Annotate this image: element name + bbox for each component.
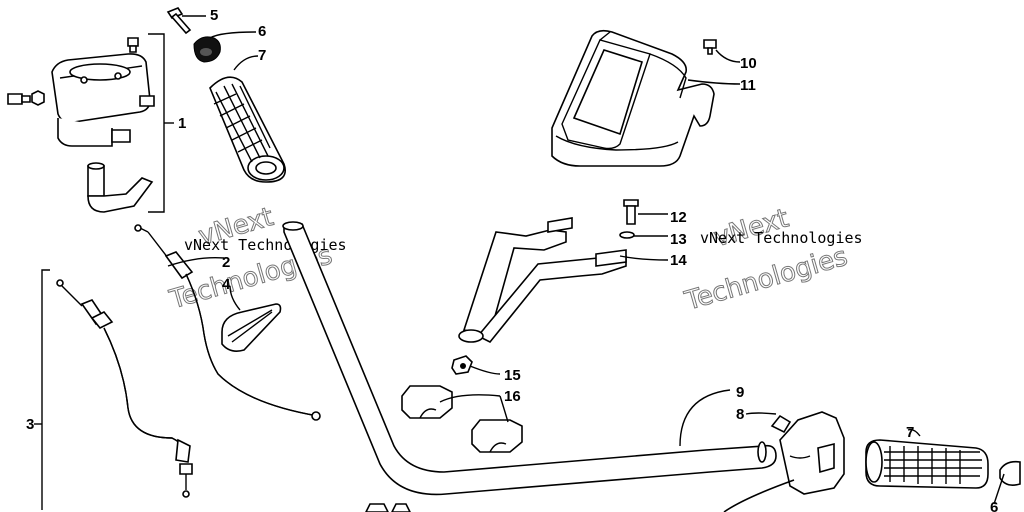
- callout-15: 15: [504, 367, 521, 384]
- callout-3: 3: [26, 416, 34, 433]
- callout-12: 12: [670, 209, 687, 226]
- callout-16: 16: [504, 388, 521, 405]
- partial-clamp: [365, 503, 411, 512]
- push-nut: [451, 355, 473, 375]
- instrument-pod-cover: [551, 29, 715, 167]
- handlebar-end-bolt: [166, 7, 192, 35]
- callout-7-right: 7: [906, 424, 914, 441]
- watermark-text: vNext Technologies: [184, 236, 347, 254]
- callout-8: 8: [736, 406, 744, 423]
- callout-4: 4: [222, 276, 231, 293]
- callout-14: 14: [670, 252, 687, 269]
- bar-end-cap: [999, 460, 1021, 486]
- cable-strap: [221, 303, 282, 352]
- callout-9: 9: [736, 384, 744, 401]
- brake-cable: [56, 279, 193, 498]
- hand-grip: [865, 439, 989, 489]
- callout-6: 6: [258, 23, 266, 40]
- watermark-right: vNext Technologies: [681, 203, 852, 317]
- watermark-outline-text: Technologies: [681, 242, 851, 317]
- washer: [619, 231, 635, 239]
- handlebar-clamp-lower: [471, 419, 523, 453]
- callout-5: 5: [210, 7, 218, 24]
- leader-lines: [34, 15, 1005, 510]
- callout-labels: 1 2 3 4 5 6 7 8 9 10 11 12 13 14 15 16 7…: [26, 7, 998, 512]
- callout-10: 10: [740, 55, 757, 72]
- callout-11: 11: [740, 77, 756, 94]
- callout-1: 1: [178, 115, 186, 132]
- callout-7: 7: [258, 47, 266, 64]
- callout-6-right: 6: [990, 499, 998, 512]
- callout-2: 2: [222, 254, 230, 271]
- pod-bracket: [458, 217, 627, 344]
- handlebar: [282, 221, 777, 496]
- callout-13: 13: [670, 231, 687, 248]
- watermark-text: vNext Technologies: [700, 229, 863, 247]
- handlebar-clamp-upper: [401, 385, 453, 419]
- hand-grip: [209, 76, 286, 183]
- throttle-cable: [134, 224, 321, 421]
- throttle-housing-assembly: [7, 33, 174, 213]
- bar-end-cap: [193, 36, 221, 63]
- mounting-bolt: [623, 199, 639, 225]
- pod-screw: [703, 39, 717, 55]
- switch-housing: [723, 411, 845, 512]
